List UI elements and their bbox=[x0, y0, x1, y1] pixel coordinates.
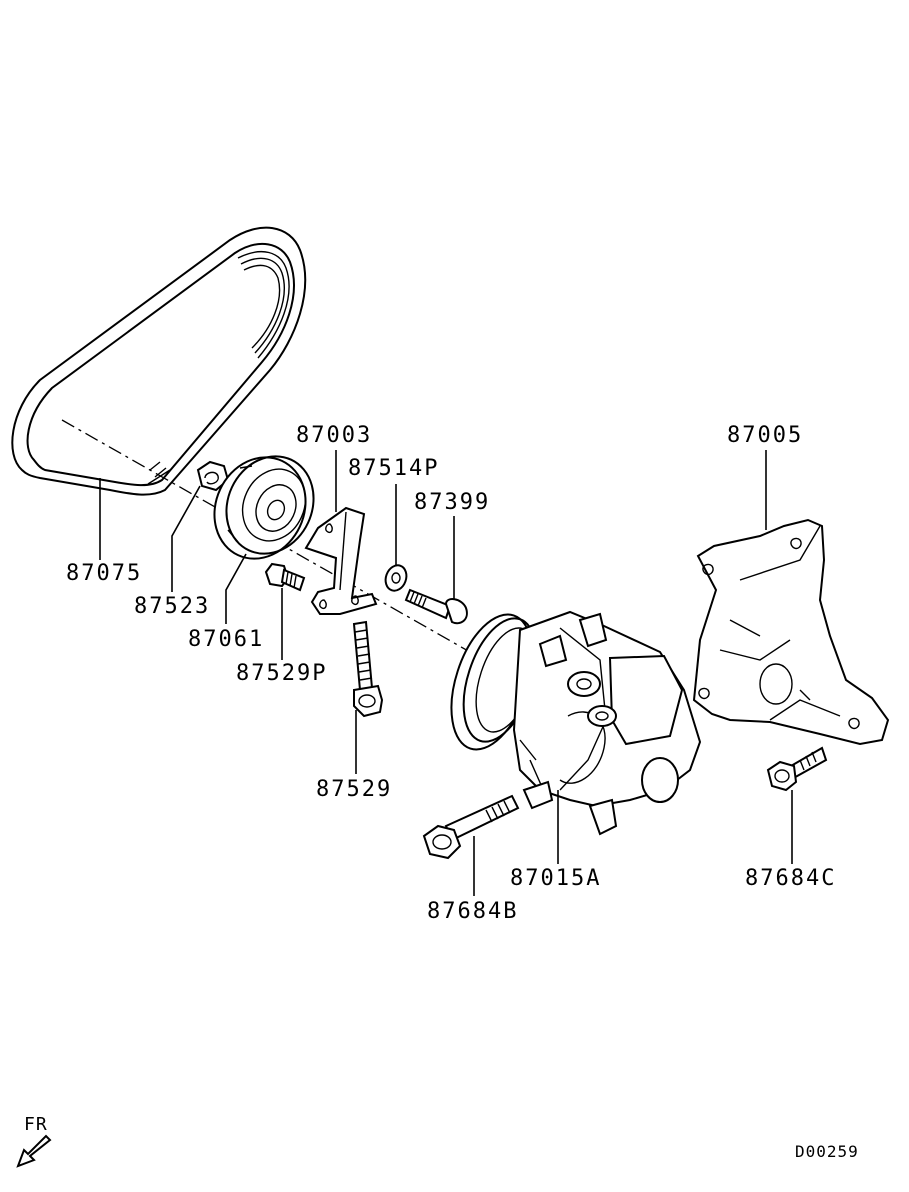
label-compressor-bolt[interactable]: 87684B bbox=[427, 899, 519, 924]
drive-belt[interactable] bbox=[11, 226, 307, 496]
leader-lines bbox=[99, 450, 793, 896]
label-stud-bolt[interactable]: 87399 bbox=[414, 490, 491, 515]
label-idler-pulley[interactable]: 87061 bbox=[188, 627, 265, 652]
label-washer[interactable]: 87514P bbox=[348, 456, 440, 481]
pulley-bolt[interactable] bbox=[264, 562, 306, 592]
label-long-bolt[interactable]: 87529 bbox=[316, 777, 393, 802]
front-direction-label: FR bbox=[24, 1114, 48, 1135]
diagram-code: D00259 bbox=[795, 1142, 859, 1161]
label-bracket-bolt[interactable]: 87684C bbox=[745, 866, 837, 891]
label-pulley-bolt[interactable]: 87529P bbox=[236, 661, 328, 686]
label-support-bracket[interactable]: 87003 bbox=[296, 423, 373, 448]
label-mounting-bracket[interactable]: 87005 bbox=[727, 423, 804, 448]
long-bolt[interactable] bbox=[352, 620, 384, 718]
label-ac-compressor[interactable]: 87015A bbox=[510, 866, 602, 891]
label-drive-belt[interactable]: 87075 bbox=[66, 561, 143, 586]
idler-pulley[interactable] bbox=[198, 442, 329, 574]
mounting-bracket[interactable] bbox=[692, 518, 890, 746]
ac-compressor[interactable] bbox=[436, 604, 702, 836]
front-direction-arrow-icon bbox=[16, 1134, 52, 1168]
label-flange-nut[interactable]: 87523 bbox=[134, 594, 211, 619]
compressor-bolt[interactable] bbox=[422, 794, 520, 860]
stud-bolt[interactable] bbox=[404, 588, 468, 625]
support-bracket[interactable] bbox=[304, 506, 378, 615]
washer[interactable] bbox=[382, 562, 410, 593]
flange-nut[interactable] bbox=[196, 460, 230, 492]
bracket-bolt[interactable] bbox=[766, 746, 828, 792]
